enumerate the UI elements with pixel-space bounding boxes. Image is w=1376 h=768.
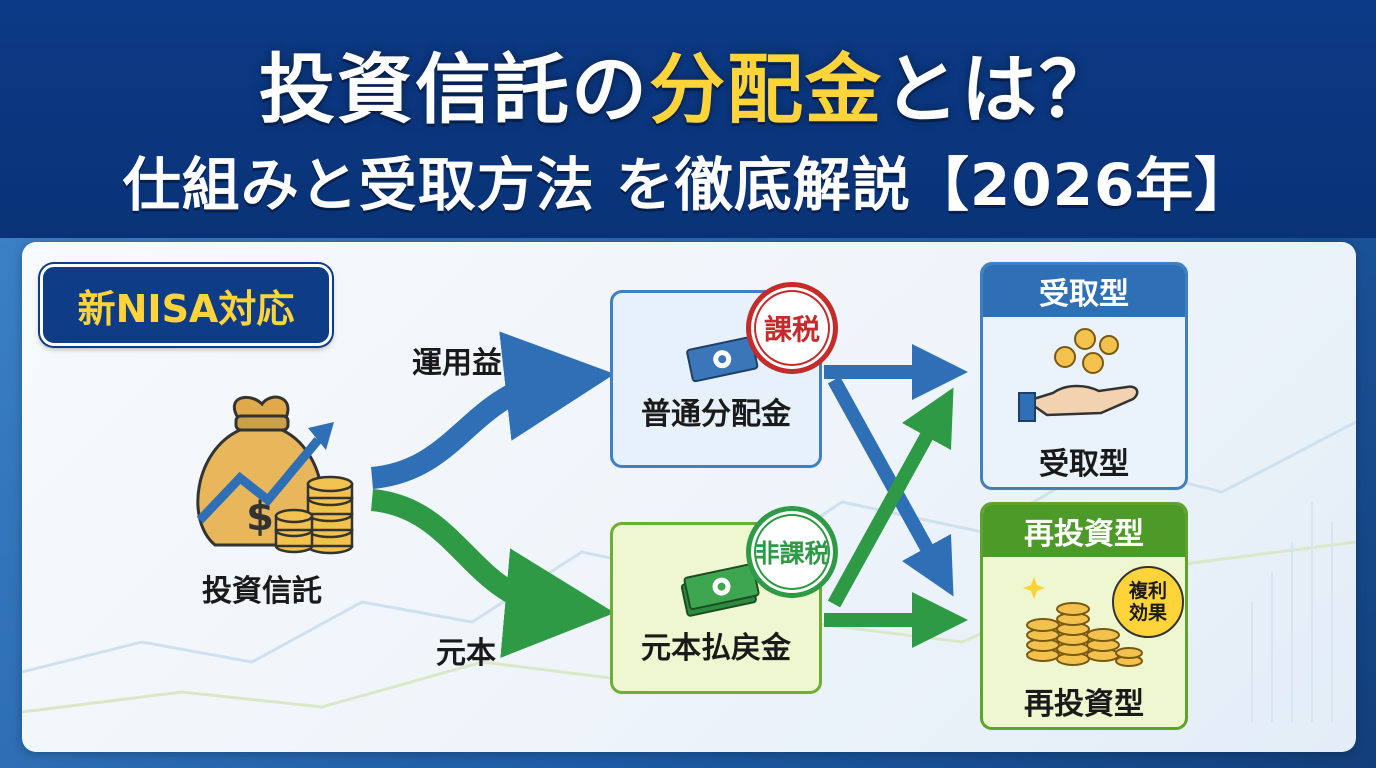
title-suffix: とは？ xyxy=(883,45,1117,134)
page-title: 投資信託の分配金とは？ xyxy=(0,28,1376,138)
page-subtitle: 仕組みと受取方法 を徹底解説【2026年】 xyxy=(122,151,1254,219)
title-highlight: 分配金 xyxy=(649,45,883,134)
bubble-line2: 効果 xyxy=(1128,602,1167,624)
arrow-principal-to-receive xyxy=(827,387,954,608)
principal-label: 元本 xyxy=(436,636,496,671)
taxable-stamp: 課税 xyxy=(746,282,838,374)
receive-type-label: 受取型 xyxy=(1039,447,1129,482)
banknotes-stack-icon xyxy=(680,563,760,617)
principal-return-label: 元本払戻金 xyxy=(641,631,791,666)
header-banner: 投資信託の分配金とは？ 仕組みと受取方法 を徹底解説【2026年】 xyxy=(0,0,1376,238)
arrow-principal xyxy=(370,489,615,658)
tax-free-stamp: 非課税 xyxy=(746,506,838,598)
receive-type-header: 受取型 xyxy=(983,265,1185,317)
nisa-badge: 新NISA対応 xyxy=(40,264,332,346)
arrow-normal-to-reinvest xyxy=(827,376,954,597)
reinvest-type-header: 再投資型 xyxy=(983,505,1185,557)
normal-distribution-label: 普通分配金 xyxy=(641,397,791,432)
bubble-line1: 複利 xyxy=(1128,580,1167,602)
hand-receiving-coins-icon xyxy=(1018,328,1139,422)
receive-type-card: 受取型 受取型 xyxy=(980,262,1188,490)
coin-stacks-icon xyxy=(1023,567,1143,667)
title-prefix: 投資信託の xyxy=(259,45,649,134)
compound-effect-bubble: 複利 効果 xyxy=(1112,566,1184,638)
gain-label: 運用益 xyxy=(412,346,502,381)
reinvest-type-label: 再投資型 xyxy=(1024,687,1144,722)
source-label: 投資信託 xyxy=(202,574,322,609)
arrow-gain xyxy=(370,331,615,489)
